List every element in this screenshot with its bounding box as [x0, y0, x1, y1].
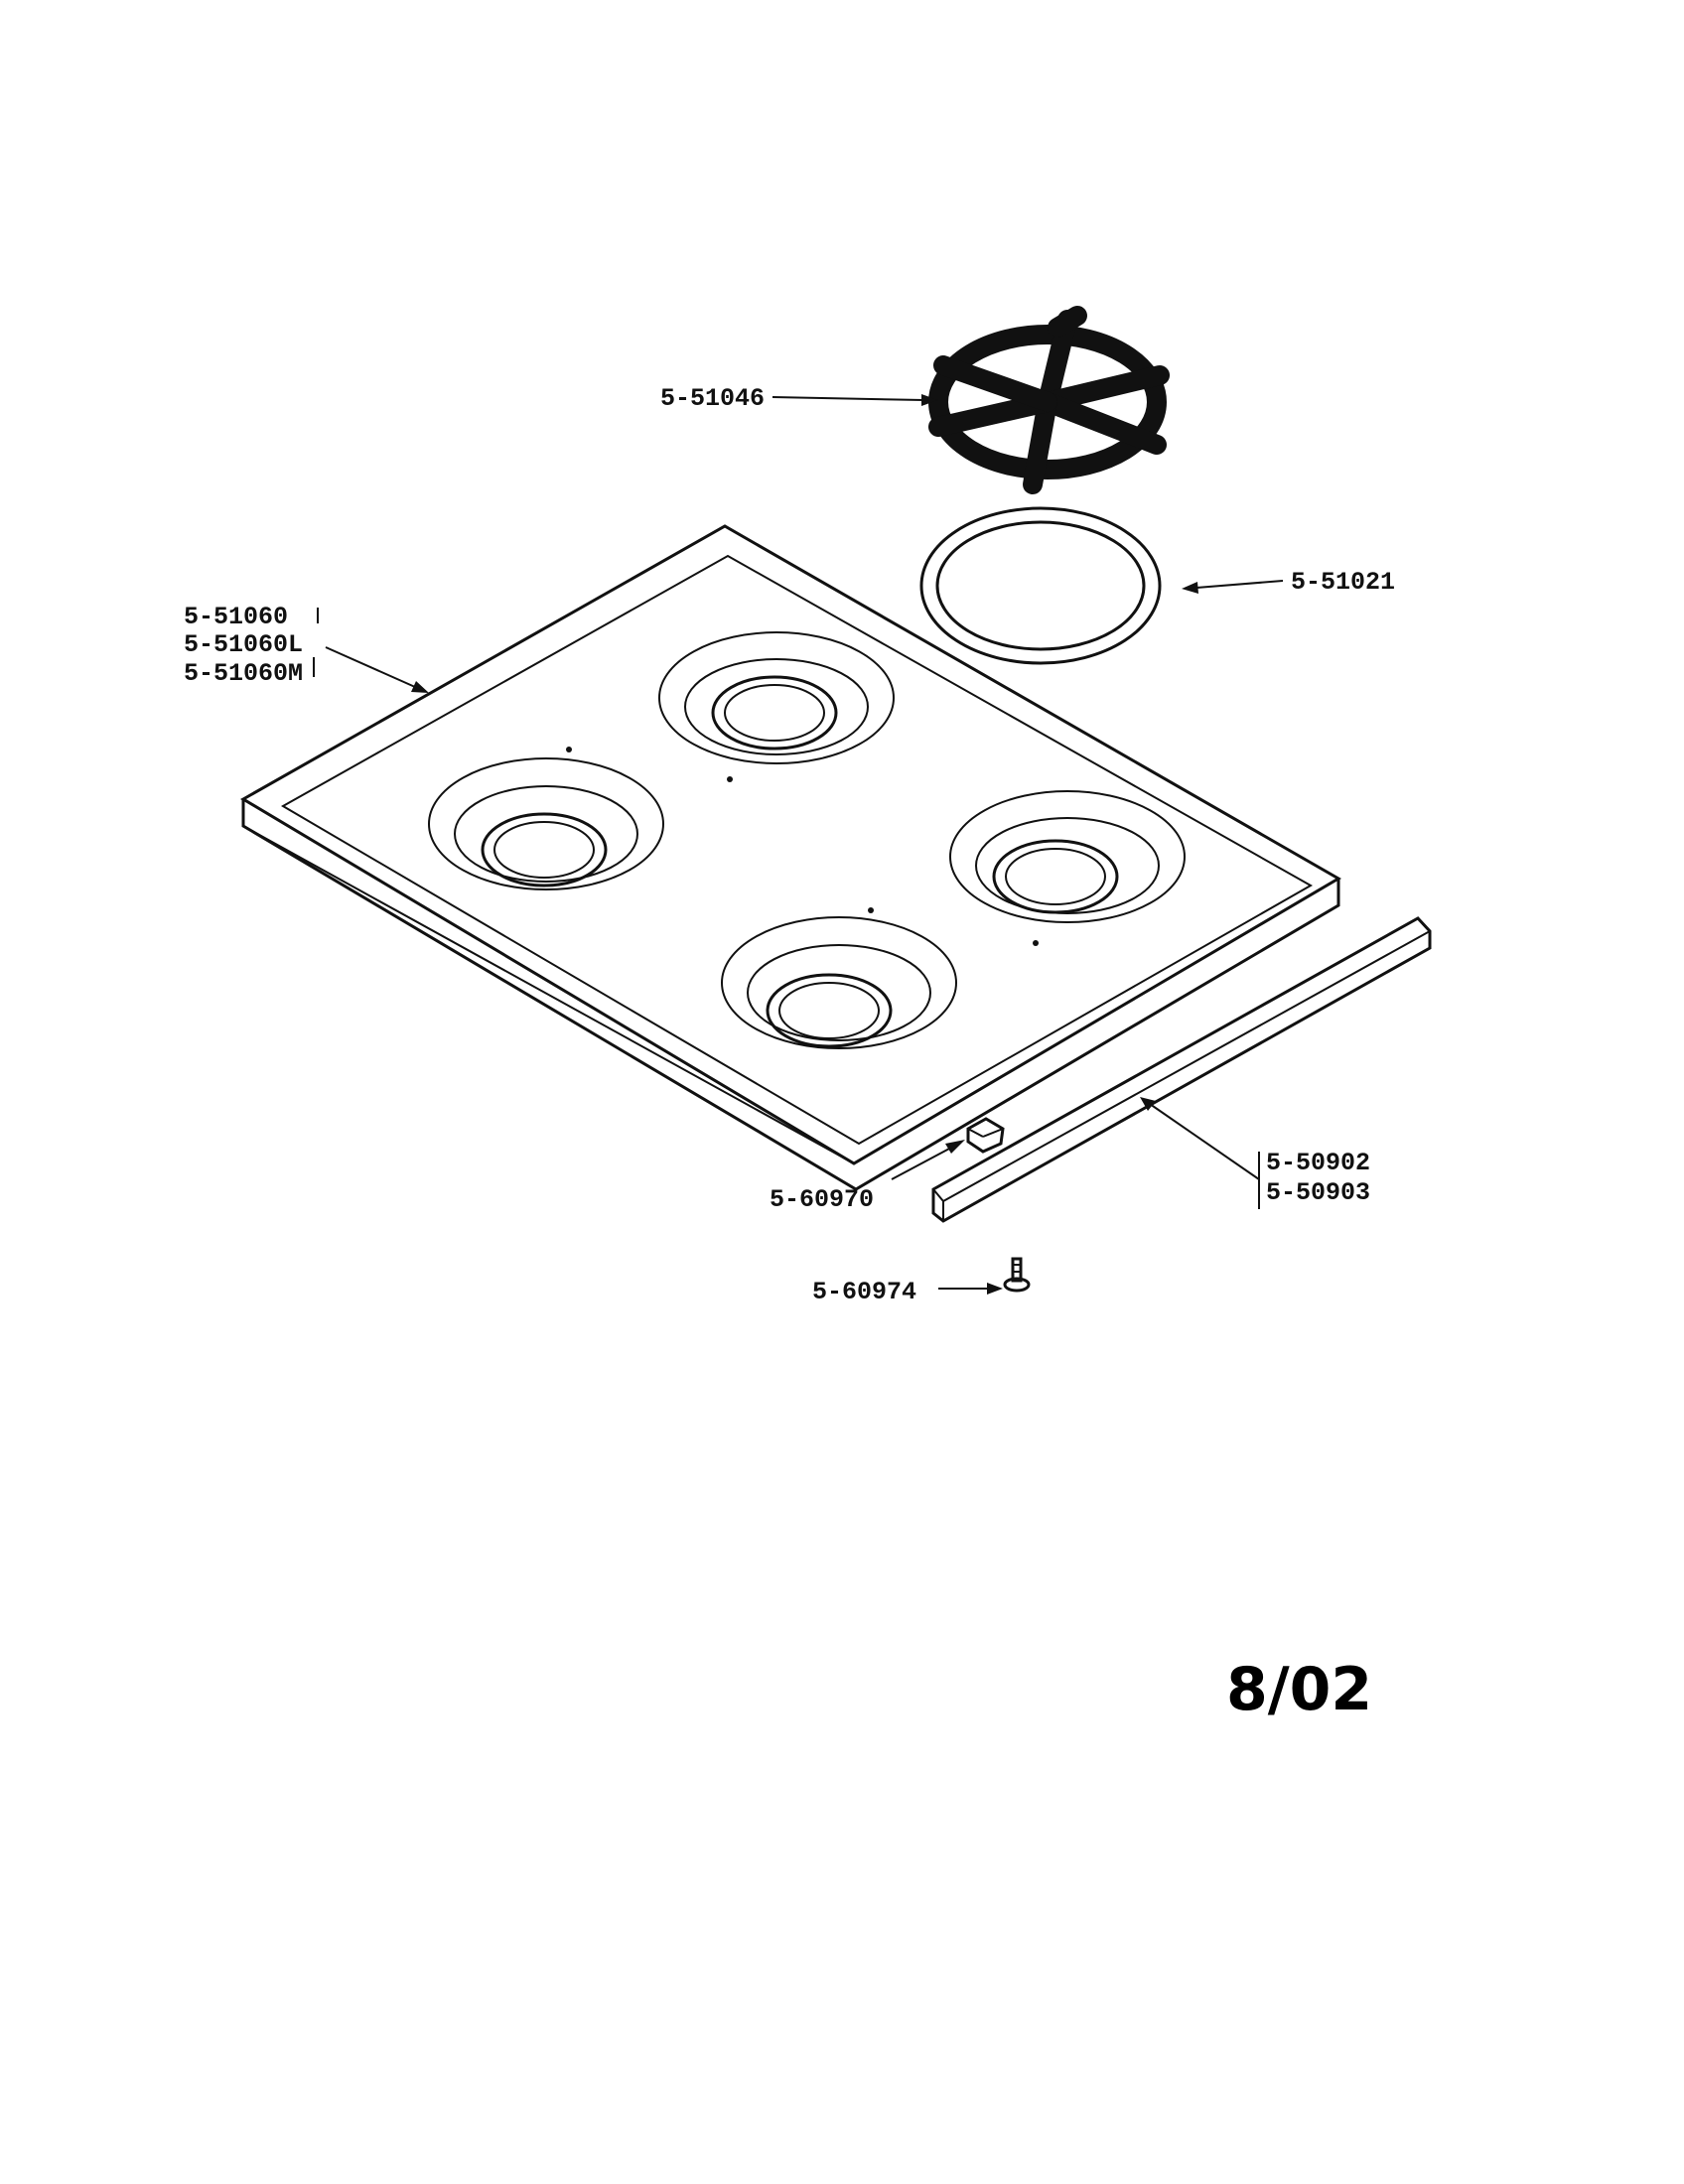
- label-cooktop-2: 5-51060L: [184, 630, 303, 659]
- front-trim-strip: [931, 916, 1432, 1223]
- burner-grate: [928, 306, 1170, 494]
- part-labels: 5-51046 5-51021 5-51060 5-51060L 5-51060…: [184, 384, 1395, 1306]
- label-nut: 5-60970: [770, 1185, 874, 1214]
- label-trim-2: 5-50903: [1266, 1178, 1370, 1207]
- label-screw: 5-60974: [812, 1278, 916, 1306]
- clip-nut: [966, 1117, 1005, 1154]
- burner-ring: [919, 506, 1162, 665]
- label-burner-ring: 5-51021: [1291, 568, 1395, 597]
- leader-lines: [313, 394, 1284, 1295]
- burner-well-front: [721, 916, 957, 1049]
- burner-well-right: [949, 790, 1186, 923]
- label-trim-1: 5-50902: [1266, 1149, 1370, 1177]
- burner-well-rear: [658, 631, 895, 764]
- label-cooktop-3: 5-51060M: [184, 659, 303, 688]
- revision-date: 8/02: [1226, 1655, 1372, 1724]
- screw: [1003, 1257, 1031, 1293]
- burner-well-left: [428, 757, 664, 890]
- label-cooktop-1: 5-51060: [184, 603, 288, 631]
- label-grate: 5-51046: [660, 384, 765, 413]
- cooktop-panel: [240, 524, 1341, 1191]
